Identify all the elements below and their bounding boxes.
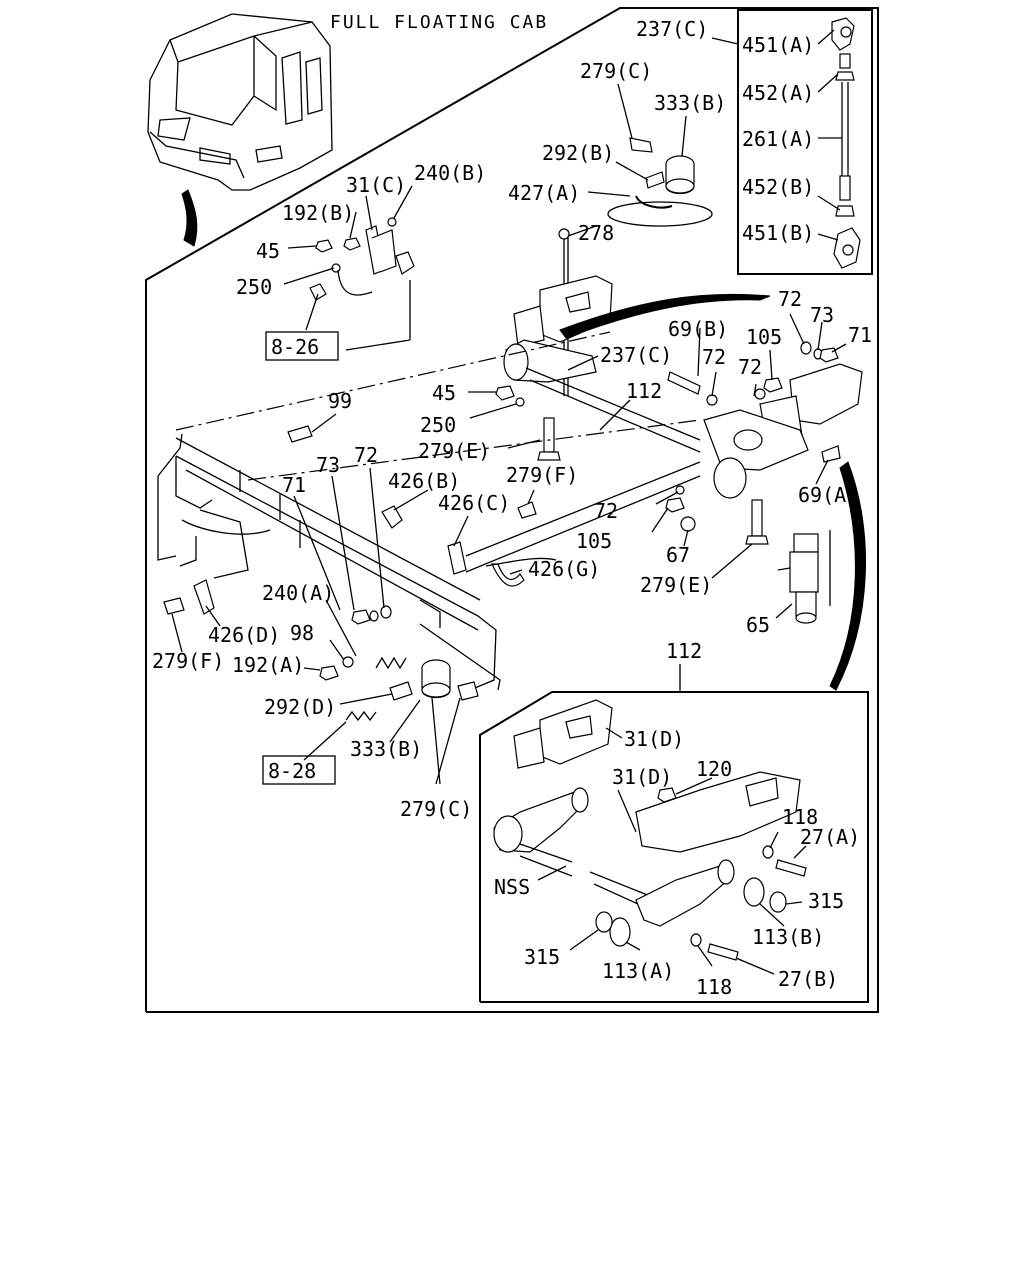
part-label: 112 (626, 379, 662, 403)
part-label: 45 (256, 239, 280, 263)
part-label: 112 (666, 639, 702, 663)
part-label: 31(D) (612, 765, 672, 789)
part-label: 427(A) (508, 181, 580, 205)
part-label: 105 (746, 325, 782, 349)
part-label: NSS (494, 875, 530, 899)
part-label: 250 (420, 413, 456, 437)
part-label: 237(C) (636, 17, 708, 41)
link-rod-assembly (831, 17, 861, 269)
part-label: 67 (666, 543, 690, 567)
part-label: 69(A) (798, 483, 858, 507)
part-label: 120 (696, 757, 732, 781)
part-label: 69(B) (668, 317, 728, 341)
cab-mount-exploded-view (493, 699, 807, 961)
part-label: 426(G) (528, 557, 600, 581)
part-label: 27(A) (800, 825, 860, 849)
part-label: 31(C) (346, 173, 406, 197)
part-label: 278 (578, 221, 614, 245)
part-labels: 237(C) 451(A) 452(A) 261(A) 452(B) 451(B… (152, 17, 872, 999)
cab-bracket-group (309, 217, 415, 351)
part-label: 98 (290, 621, 314, 645)
part-label: 451(A) (742, 33, 814, 57)
ref-8-28-label: 8-28 (268, 759, 316, 783)
part-label: 452(B) (742, 175, 814, 199)
part-label: 192(B) (282, 201, 354, 225)
part-label: 261(A) (742, 127, 814, 151)
lower-left-parts (163, 425, 557, 722)
part-label: 27(B) (778, 967, 838, 991)
part-label: 279(C) (580, 59, 652, 83)
part-label: 451(B) (742, 221, 814, 245)
part-label: 426(D) (208, 623, 280, 647)
part-label: 237(C) (600, 343, 672, 367)
part-label: 72 (354, 443, 378, 467)
part-label: 113(A) (602, 959, 674, 983)
part-label: 279(E) (418, 439, 490, 463)
part-label: 118 (696, 975, 732, 999)
part-label: 45 (432, 381, 456, 405)
part-label: 292(D) (264, 695, 336, 719)
part-label: 65 (746, 613, 770, 637)
part-label: 72 (594, 499, 618, 523)
part-label: 240(B) (414, 161, 486, 185)
part-label: 333(B) (654, 91, 726, 115)
part-label: 71 (848, 323, 872, 347)
part-label: 452(A) (742, 81, 814, 105)
part-label: 426(C) (438, 491, 510, 515)
diagram-frame (145, 7, 879, 1013)
part-label: 250 (236, 275, 272, 299)
tilt-arrow-right (829, 461, 867, 691)
part-label: 333(B) (350, 737, 422, 761)
part-label: 105 (576, 529, 612, 553)
ref-8-26-label: 8-26 (271, 335, 319, 359)
part-label: 192(A) (232, 653, 304, 677)
lever-joint-assembly (495, 137, 713, 461)
tilt-arrow-upper (559, 293, 771, 339)
rear-mount-assembly (665, 341, 863, 624)
part-label: 72 (702, 345, 726, 369)
part-label: 240(A) (262, 581, 334, 605)
part-label: 113(B) (752, 925, 824, 949)
part-label: 426(B) (388, 469, 460, 493)
part-label: 292(B) (542, 141, 614, 165)
part-label: 279(F) (506, 463, 578, 487)
part-label: 279(C) (400, 797, 472, 821)
part-label: 72 (738, 355, 762, 379)
chassis-frame (157, 331, 701, 691)
part-label: 279(F) (152, 649, 224, 673)
part-label: 72 (778, 287, 802, 311)
ref-box-8-26[interactable]: 8-26 (265, 331, 339, 361)
cab-illustration (147, 13, 333, 247)
part-label: 71 (282, 473, 306, 497)
part-label: 73 (316, 453, 340, 477)
diagram-title: FULL FLOATING CAB (330, 12, 548, 33)
part-label: 31(D) (624, 727, 684, 751)
part-label: 315 (524, 945, 560, 969)
part-label: 118 (782, 805, 818, 829)
ref-box-8-28[interactable]: 8-28 (262, 755, 336, 785)
part-label: 99 (328, 389, 352, 413)
part-label: 279(E) (640, 573, 712, 597)
part-label: 73 (810, 303, 834, 327)
part-label: 315 (808, 889, 844, 913)
leader-lines (171, 29, 847, 975)
